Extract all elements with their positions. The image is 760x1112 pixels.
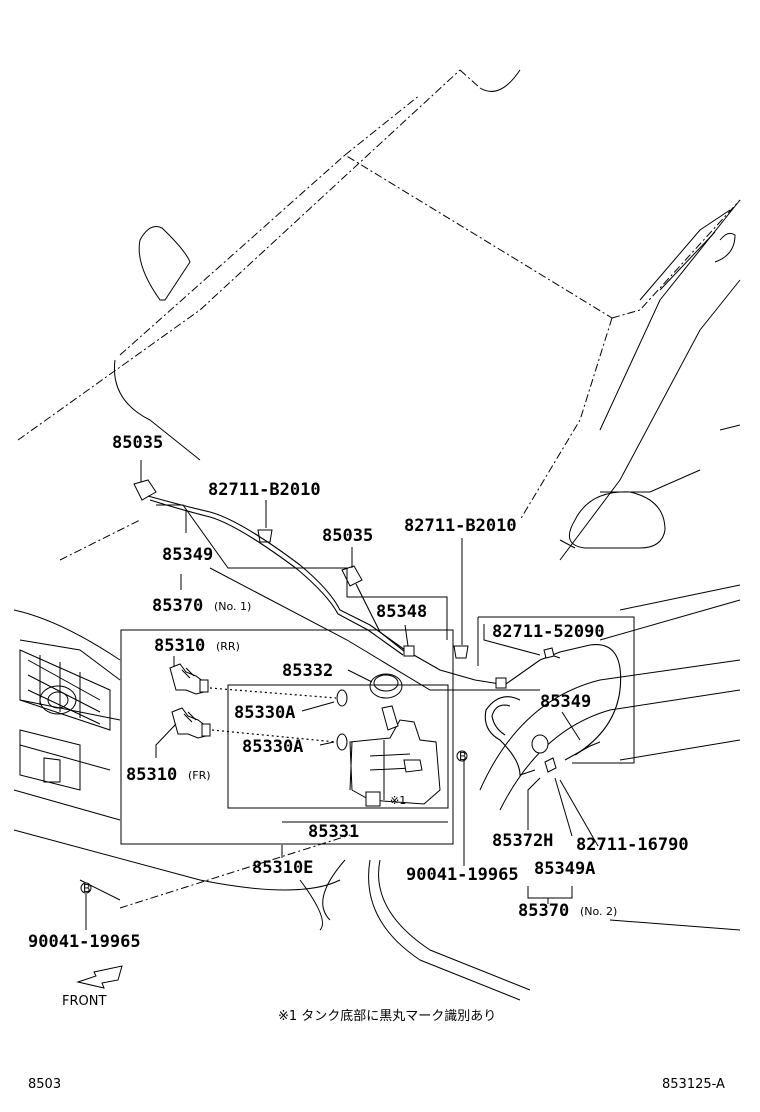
front-label: FRONT [62, 994, 106, 1009]
label-85331: 85331 [308, 822, 359, 842]
label-82711-b2010-mid: 82711-B2010 [404, 516, 517, 536]
label-85370-no1-sub: (No. 1) [214, 600, 251, 613]
washer-tank-icon [349, 705, 441, 807]
label-85370-no2-sub: (No. 2) [580, 905, 617, 918]
label-85330a-2: 85330A [242, 737, 303, 757]
grommet-1-icon [336, 689, 348, 707]
footer-right: 853125-A [662, 1077, 725, 1092]
footer-left: 8503 [28, 1077, 61, 1092]
leader-lines [85, 460, 599, 930]
label-82711-52090: 82711-52090 [492, 622, 605, 642]
label-85349-right: 85349 [540, 692, 591, 712]
marker-b-left: B [83, 882, 91, 895]
label-85370-no1: 85370 [152, 596, 203, 616]
label-85310e: 85310E [252, 858, 313, 878]
marker-b-right: B [459, 750, 467, 763]
label-85330a-1: 85330A [234, 703, 295, 723]
label-85348: 85348 [376, 602, 427, 622]
label-82711-b2010-top: 82711-B2010 [208, 480, 321, 500]
part-labels: 85035 82711-B2010 85035 85349 85370 (No.… [28, 433, 725, 1092]
footnote: ※1 タンク底部に黒丸マーク識別あり [278, 1008, 496, 1024]
label-85370-no2: 85370 [518, 901, 569, 921]
pump-fr-icon [171, 707, 211, 739]
label-85372h: 85372H [492, 831, 553, 851]
dotted-lines [119, 687, 351, 909]
grommet-2-icon [336, 733, 348, 751]
front-arrow-icon [76, 965, 123, 989]
nozzle-left-icon [133, 479, 157, 501]
car-body-outline [13, 69, 741, 1001]
group-boxes [120, 504, 635, 845]
label-85035-mid: 85035 [322, 526, 373, 546]
label-85310-rr-sub: (RR) [216, 640, 240, 653]
pump-rr-icon [169, 663, 209, 695]
label-85310-fr: 85310 [126, 765, 177, 785]
label-85310-fr-sub: (FR) [188, 769, 211, 782]
nozzle-mid-icon [341, 565, 363, 587]
label-85349-top: 85349 [162, 545, 213, 565]
label-85332: 85332 [282, 661, 333, 681]
label-90041-right: 90041-19965 [406, 865, 519, 885]
label-90041-left: 90041-19965 [28, 932, 141, 952]
note1-mark: ※1 [390, 794, 406, 807]
label-85349a: 85349A [534, 859, 595, 879]
label-82711-16790: 82711-16790 [576, 835, 689, 855]
clip-top-icon [257, 529, 273, 543]
label-85310-rr: 85310 [154, 636, 205, 656]
label-85035-left: 85035 [112, 433, 163, 453]
